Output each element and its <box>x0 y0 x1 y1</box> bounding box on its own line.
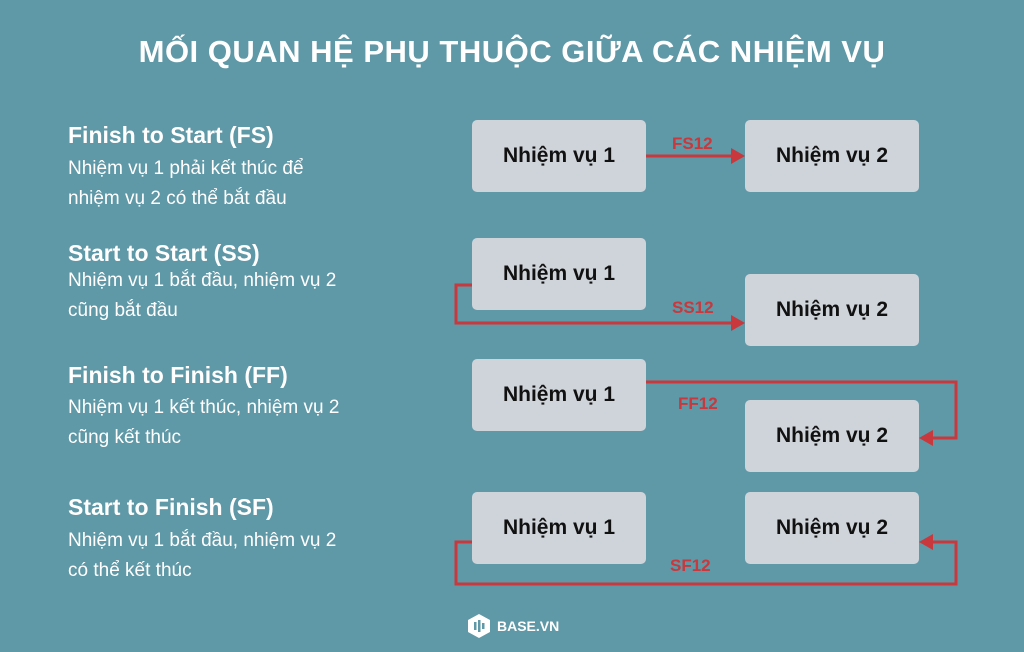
section-description-sf: Nhiệm vụ 1 bắt đầu, nhiệm vụ 2 có thể kế… <box>68 526 428 586</box>
task-box-1-ss: Nhiệm vụ 1 <box>472 238 646 310</box>
task-box-2-fs: Nhiệm vụ 2 <box>745 120 919 192</box>
task-box-2-ff: Nhiệm vụ 2 <box>745 400 919 472</box>
section-description-line: cũng bắt đầu <box>68 300 178 321</box>
section-description-line: nhiệm vụ 2 có thể bắt đầu <box>68 188 287 209</box>
connector-arrow-ff <box>646 380 958 440</box>
section-description-fs: Nhiệm vụ 1 phải kết thúc để nhiệm vụ 2 c… <box>68 154 428 214</box>
section-description-line: có thể kết thúc <box>68 560 192 581</box>
connector-arrow-sf <box>454 540 958 586</box>
task-box-1-ff: Nhiệm vụ 1 <box>472 359 646 431</box>
arrowhead-fs <box>731 148 745 164</box>
section-heading-fs: Finish to Start (FS) <box>68 122 274 148</box>
arrowhead-ff <box>919 430 933 446</box>
arrowhead-ss <box>731 315 745 331</box>
connector-label-sf: SF12 <box>670 556 711 575</box>
section-heading-ff: Finish to Finish (FF) <box>68 362 288 388</box>
section-heading-ss: Start to Start (SS) <box>68 240 260 266</box>
section-description-line: Nhiệm vụ 1 phải kết thúc để <box>68 158 304 179</box>
section-description-ss: Nhiệm vụ 1 bắt đầu, nhiệm vụ 2 cũng bắt … <box>68 266 428 326</box>
connector-label-ss: SS12 <box>672 298 714 317</box>
section-description-line: Nhiệm vụ 1 bắt đầu, nhiệm vụ 2 <box>68 530 337 551</box>
task-box-1-sf: Nhiệm vụ 1 <box>472 492 646 564</box>
task-box-2-ss: Nhiệm vụ 2 <box>745 274 919 346</box>
page-title: MỐI QUAN HỆ PHỤ THUỘC GIỮA CÁC NHIỆM VỤ <box>138 34 886 69</box>
connector-arrow-ss <box>454 283 733 325</box>
base-logo-icon <box>468 614 490 638</box>
connector-label-fs: FS12 <box>672 134 713 153</box>
task-box-2-sf: Nhiệm vụ 2 <box>745 492 919 564</box>
section-description-line: cũng kết thúc <box>68 427 182 448</box>
section-description-line: Nhiệm vụ 1 bắt đầu, nhiệm vụ 2 <box>68 270 337 291</box>
brand-logo: BASE.VN <box>468 614 559 638</box>
section-heading-sf: Start to Finish (SF) <box>68 494 274 520</box>
connector-label-ff: FF12 <box>678 394 718 413</box>
section-description-line: Nhiệm vụ 1 kết thúc, nhiệm vụ 2 <box>68 397 340 418</box>
task-box-1-fs: Nhiệm vụ 1 <box>472 120 646 192</box>
section-description-ff: Nhiệm vụ 1 kết thúc, nhiệm vụ 2 cũng kết… <box>68 393 428 453</box>
arrowhead-sf <box>919 534 933 550</box>
brand-name: BASE.VN <box>497 618 560 634</box>
